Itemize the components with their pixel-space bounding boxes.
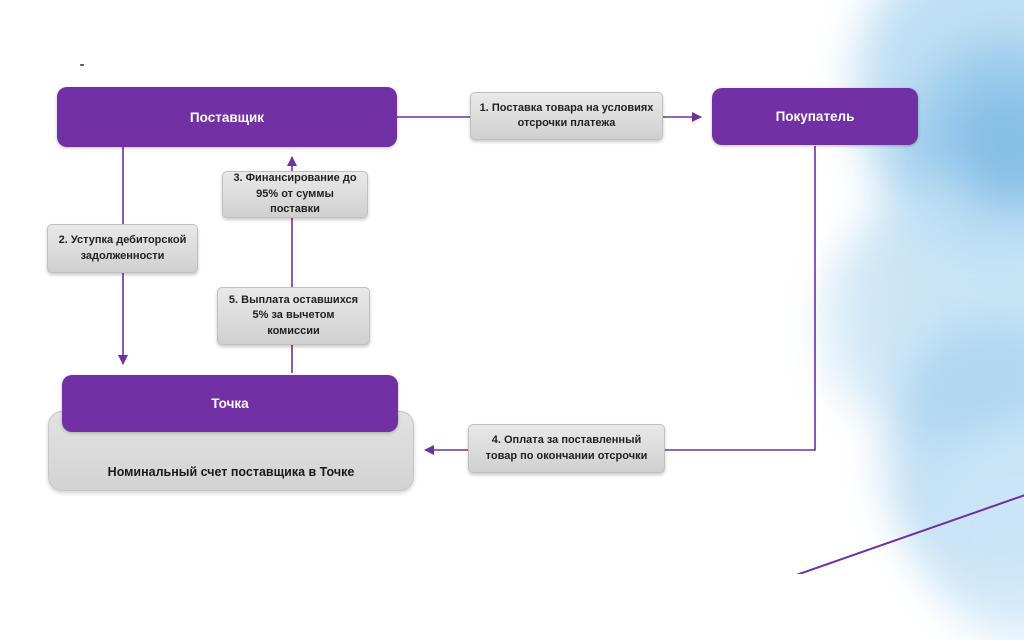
slide-canvas: Номинальный счет поставщика в Точке Пост… — [47, 0, 1024, 640]
node-buyer: Покупатель — [712, 88, 918, 145]
diagonal-accent-line — [796, 494, 1024, 574]
nominal-account-label: Номинальный счет поставщика в Точке — [107, 465, 355, 479]
node-supplier: Поставщик — [57, 87, 397, 147]
node-tochka: Точка — [62, 375, 398, 432]
step-label-1: 1. Поставка товара на условиях отсрочки … — [470, 92, 663, 140]
step-label-2: 2. Уступка дебиторской задолженности — [47, 224, 198, 273]
step-label-4: 4. Оплата за поставленный товар по оконч… — [468, 424, 665, 473]
stray-mark — [80, 64, 84, 66]
step-label-5: 5. Выплата оставшихся 5% за вычетом коми… — [217, 287, 370, 345]
arrow-buyer-to-nominal-account — [424, 146, 816, 455]
step-label-3: 3. Финансирование до 95% от суммы постав… — [222, 171, 368, 218]
